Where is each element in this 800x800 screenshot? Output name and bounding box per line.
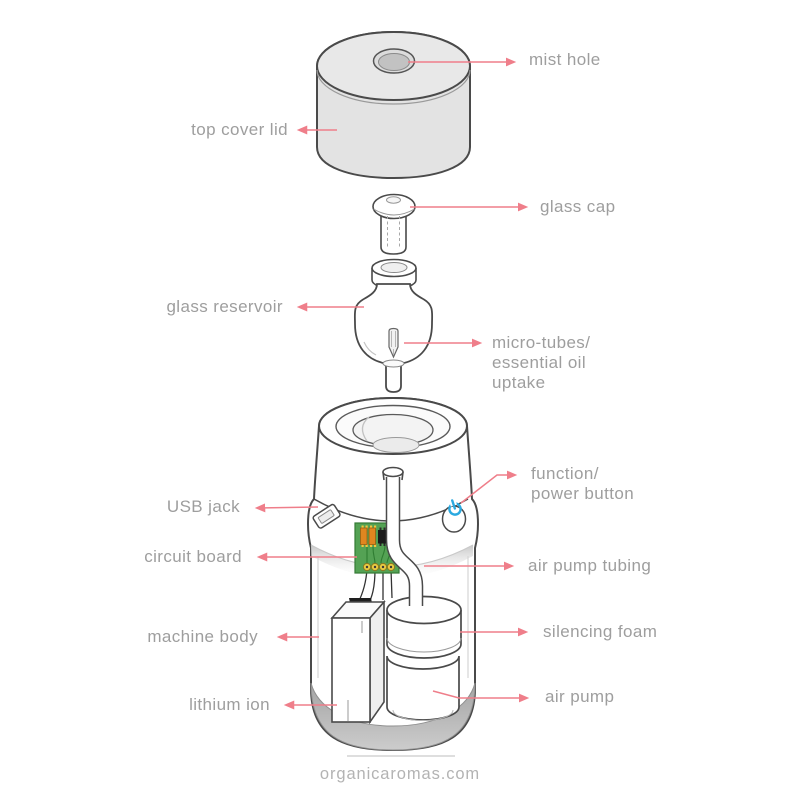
- label-circuit-board: circuit board: [144, 547, 242, 567]
- label-text: silencing foam: [543, 622, 658, 641]
- footer-divider-line: [347, 755, 455, 757]
- silencing-foam-part: [386, 595, 462, 659]
- label-text: USB jack: [166, 497, 240, 516]
- nozzle-lip: [382, 466, 404, 478]
- label-text: air pump tubing: [528, 556, 652, 575]
- usb-jack-part: [312, 503, 341, 529]
- label-lithium-ion: lithium ion: [189, 695, 270, 715]
- power-button-bump: [441, 505, 467, 533]
- battery-side-face: [369, 599, 385, 725]
- label-text: micro-tubes/: [492, 333, 591, 352]
- label-usb-jack: USB jack: [167, 497, 240, 517]
- label-glass-reservoir: glass reservoir: [166, 297, 283, 317]
- label-function-power-button: function/ power button: [531, 464, 634, 504]
- label-text: glass reservoir: [166, 297, 283, 316]
- label-text: power button: [531, 484, 635, 503]
- lithium-ion-battery-part: [330, 598, 386, 725]
- top-cover-lid-part: [316, 31, 471, 180]
- mist-hole-inner: [378, 53, 410, 71]
- micro-tube-detail: [391, 331, 396, 355]
- label-glass-cap: glass cap: [540, 197, 615, 217]
- foam-top: [386, 595, 462, 625]
- label-text: air pump: [545, 687, 615, 706]
- label-text: machine body: [147, 627, 258, 646]
- label-text: essential oil: [492, 353, 587, 372]
- lid-rim-line: [316, 69, 471, 105]
- power-button-part: [441, 499, 467, 533]
- website-watermark: organicaromas.com: [319, 765, 481, 783]
- label-text: circuit board: [144, 547, 242, 566]
- foam-band: [386, 637, 462, 653]
- board-wires: [357, 568, 393, 606]
- arrow-usb-jack: [254, 503, 319, 513]
- label-text: function/: [531, 464, 599, 483]
- arrow-air-pump: [432, 690, 530, 703]
- cap-inner-dashes: [387, 216, 400, 249]
- battery-creases: [347, 621, 363, 721]
- label-top-cover-lid: top cover lid: [191, 120, 288, 140]
- air-pump-part: [386, 655, 460, 721]
- annotation-arrows: [254, 57, 530, 710]
- label-text: glass cap: [540, 197, 616, 216]
- label-micro-tubes: micro-tubes/ essential oil uptake: [492, 333, 590, 393]
- label-text: top cover lid: [191, 120, 288, 139]
- glass-reservoir-part: [353, 258, 434, 393]
- body-shading-band: [311, 545, 473, 578]
- pcb-solder-pads: [362, 562, 396, 572]
- power-icon: [448, 499, 462, 516]
- reservoir-reflection: [363, 341, 377, 356]
- reservoir-tube-flange: [382, 359, 405, 368]
- label-text: mist hole: [529, 50, 601, 69]
- label-mist-hole: mist hole: [529, 50, 601, 70]
- cap-top-opening: [386, 196, 401, 204]
- pcb-traces: [366, 544, 392, 564]
- label-air-pump: air pump: [545, 687, 614, 707]
- label-machine-body: machine body: [147, 627, 258, 647]
- label-text: uptake: [492, 373, 546, 392]
- arrow-function-power-button: [460, 470, 518, 504]
- label-text: lithium ion: [189, 695, 270, 714]
- cap-dome-underside: [373, 208, 415, 216]
- glass-cap-part: [372, 193, 416, 255]
- tube-fill: [387, 477, 422, 606]
- inner-wall-lines: [317, 556, 469, 678]
- pcb-orange-component: [360, 525, 377, 547]
- label-silencing-foam: silencing foam: [543, 622, 657, 642]
- bowl-bottom: [372, 437, 420, 453]
- battery-front-face: [331, 617, 371, 723]
- label-air-pump-tubing: air pump tubing: [528, 556, 651, 576]
- bowl-reflection: [361, 416, 370, 442]
- pump-bottom-line: [392, 709, 454, 721]
- usb-port-opening: [317, 509, 335, 524]
- air-pump-tubing-part: [382, 466, 424, 606]
- reservoir-collar-opening: [380, 262, 408, 273]
